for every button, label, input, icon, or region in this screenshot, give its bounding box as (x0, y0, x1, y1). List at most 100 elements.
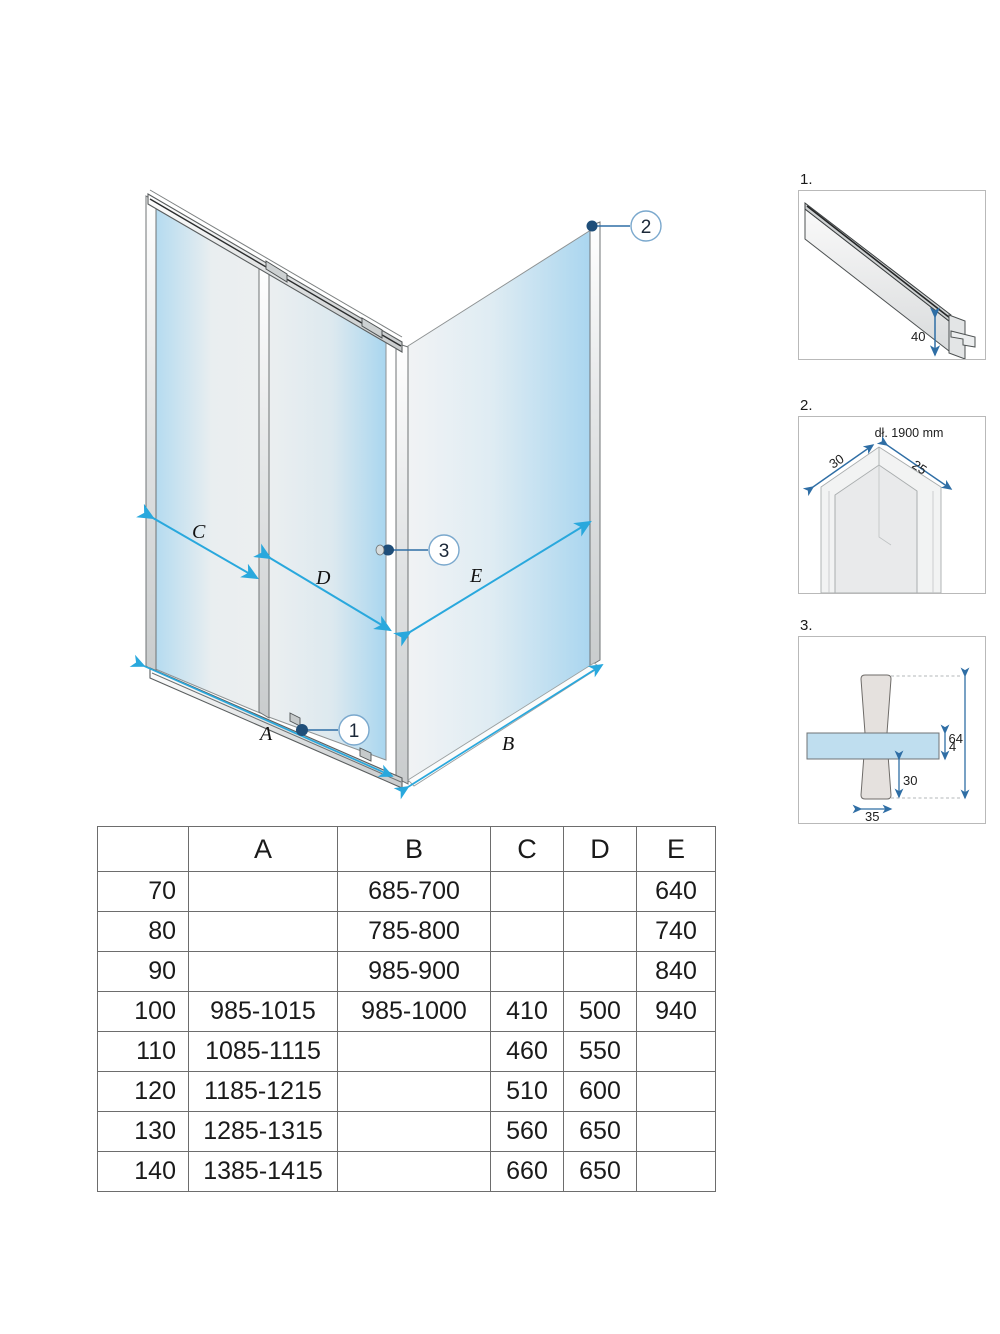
cell-b: 785-800 (337, 911, 491, 952)
glass-panel-side (407, 227, 595, 783)
detail-3-dimension-4: 4 (940, 724, 956, 761)
detail-3-value-30: 30 (903, 773, 917, 788)
dimension-label-e: E (469, 565, 482, 587)
detail-2-value-30: 30 (826, 451, 846, 472)
cell-e: 640 (636, 871, 716, 912)
detail-3-value-4: 4 (949, 739, 956, 754)
callout-3[interactable]: 3 (375, 534, 460, 566)
table-row: 70 685-700 640 (97, 871, 716, 912)
table-header-e: E (636, 826, 716, 872)
dimension-label-d: D (315, 567, 331, 589)
callout-2[interactable]: 2 (586, 210, 662, 242)
cell-size: 90 (97, 951, 189, 992)
callout-2-label: 2 (641, 217, 652, 238)
cell-d: 500 (563, 991, 637, 1032)
cell-size: 70 (97, 871, 189, 912)
cell-a: 1385-1415 (188, 1151, 338, 1192)
cell-size: 130 (97, 1111, 189, 1152)
table-header-size (97, 826, 189, 872)
table-row: 80 785-800 740 (97, 911, 716, 952)
detail-1-value-40: 40 (911, 329, 925, 344)
cell-b: 985-1000 (337, 991, 491, 1032)
cell-a: 1085-1115 (188, 1031, 338, 1072)
table-row: 90 985-900 840 (97, 951, 716, 992)
cell-d: 650 (563, 1151, 637, 1192)
cell-c (490, 871, 564, 912)
cell-b: 985-900 (337, 951, 491, 992)
detail-3-frame: 4 30 35 64 (798, 636, 986, 824)
cell-e: 840 (636, 951, 716, 992)
detail-1: 1. (798, 172, 986, 360)
dimension-line-e: E (393, 520, 592, 647)
dimension-line-d: D (253, 543, 392, 632)
glass-panel-sliding-door (265, 267, 387, 761)
detail-2-frame: dł. 1900 mm 30 25 (798, 416, 986, 594)
detail-2-caption: dł. 1900 mm (875, 426, 944, 440)
cell-e (636, 1031, 716, 1072)
detail-2-number: 2. (800, 397, 813, 414)
top-rail (147, 189, 403, 353)
detail-3-dimension-64: 64 (949, 667, 970, 800)
cell-e: 940 (636, 991, 716, 1032)
callout-1[interactable]: 1 (296, 714, 370, 746)
table-header-row: A B C D E (97, 826, 716, 872)
callout-3-label: 3 (439, 541, 450, 562)
cell-b (337, 1151, 491, 1192)
detail-2-value-25: 25 (909, 457, 929, 478)
dimension-label-b: B (502, 733, 514, 755)
cell-size: 80 (97, 911, 189, 952)
dimension-label-c: C (192, 521, 206, 543)
cell-d (563, 871, 637, 912)
dimension-line-a: A (129, 654, 394, 777)
cell-a (188, 871, 338, 912)
detail-3-dimension-35: 35 (852, 804, 893, 823)
cell-e: 740 (636, 911, 716, 952)
roller-top-1 (265, 260, 288, 283)
table-row: 130 1285-1315 560 650 (97, 1111, 716, 1152)
cell-size: 110 (97, 1031, 189, 1072)
detail-1-dimension-40: 40 (911, 307, 941, 357)
cell-c: 460 (490, 1031, 564, 1072)
cell-a: 985-1015 (188, 991, 338, 1032)
cell-b (337, 1031, 491, 1072)
table-header-b: B (337, 826, 491, 872)
cell-d: 550 (563, 1031, 637, 1072)
dimension-label-a: A (258, 723, 273, 745)
callout-1-label: 1 (349, 721, 360, 742)
cell-a: 1285-1315 (188, 1111, 338, 1152)
cell-d (563, 951, 637, 992)
cell-a (188, 951, 338, 992)
size-table: A B C D E 70 685-700 640 80 785-800 (97, 826, 716, 1192)
cell-c (490, 911, 564, 952)
cell-b: 685-700 (337, 871, 491, 912)
cell-e (636, 1151, 716, 1192)
detail-1-number: 1. (800, 171, 813, 188)
main-isometric-drawing: C D E A B (120, 160, 700, 820)
cell-a: 1185-1215 (188, 1071, 338, 1112)
table-row: 110 1085-1115 460 550 (97, 1031, 716, 1072)
detail-1-frame: 40 (798, 190, 986, 360)
cell-e (636, 1071, 716, 1112)
cell-c (490, 951, 564, 992)
glass-panel-left (152, 199, 261, 714)
dimension-line-b: B (393, 664, 604, 800)
cell-b (337, 1071, 491, 1112)
detail-3-value-64: 64 (949, 731, 963, 746)
detail-3-dimension-30: 30 (894, 750, 917, 799)
table-row: 120 1185-1215 510 600 (97, 1071, 716, 1112)
cell-d (563, 911, 637, 952)
detail-2: 2. dł. 1900 mm (798, 398, 986, 594)
table-header-a: A (188, 826, 338, 872)
table-row: 100 985-1015 985-1000 410 500 940 (97, 991, 716, 1032)
cell-size: 100 (97, 991, 189, 1032)
cell-e (636, 1111, 716, 1152)
dimension-line-c: C (136, 503, 259, 580)
detail-3-value-35: 35 (865, 809, 879, 823)
cell-size: 140 (97, 1151, 189, 1192)
table-row: 140 1385-1415 660 650 (97, 1151, 716, 1192)
detail-2-dimension-30: 30 (802, 444, 875, 497)
cell-c: 660 (490, 1151, 564, 1192)
cell-b (337, 1111, 491, 1152)
cell-c: 560 (490, 1111, 564, 1152)
